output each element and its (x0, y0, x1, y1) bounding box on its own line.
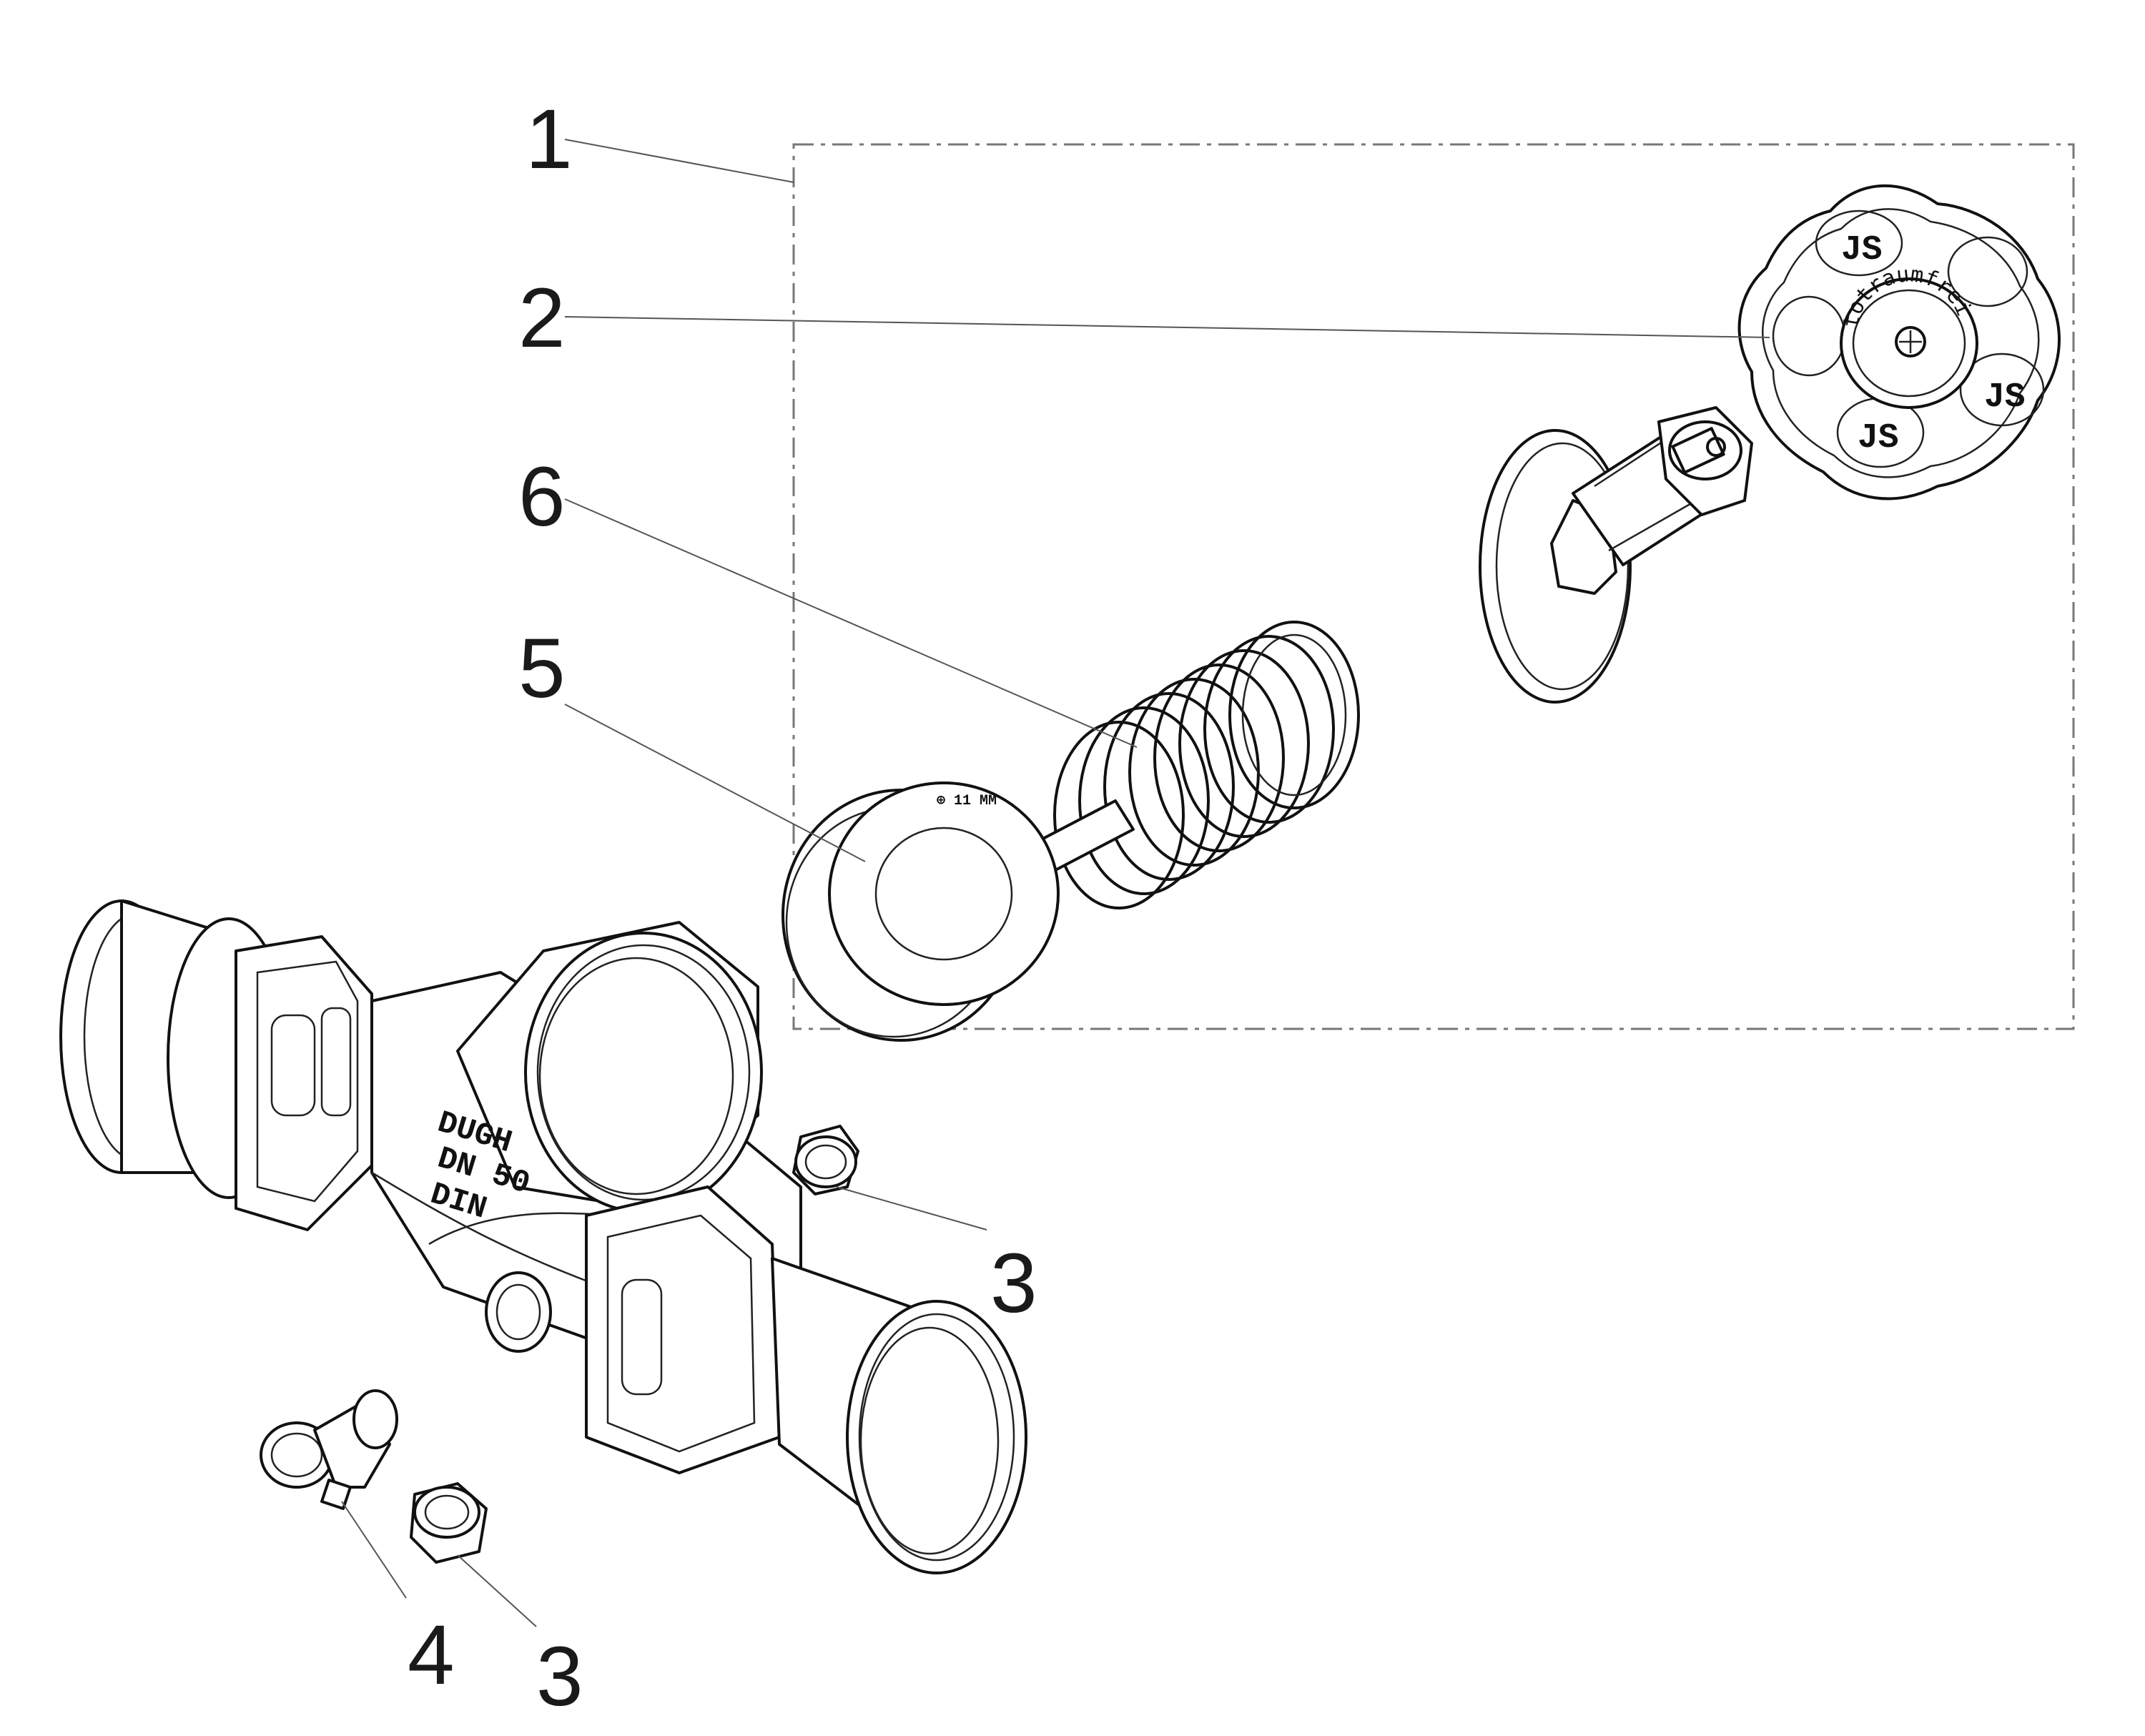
leader-5 (564, 704, 866, 862)
callout-6: 6 (518, 450, 566, 544)
svg-text:JS: JS (1984, 378, 2026, 417)
handwheel: JS JS JS totraumfrei (1737, 184, 2061, 500)
disc-mark: ⊕ 11 MM (937, 793, 997, 809)
leader-2 (564, 316, 1770, 338)
valve-body: DUGH DN 50 DIN (59, 899, 1027, 1574)
bonnet-spindle (1479, 406, 1753, 704)
leader-6 (564, 498, 1138, 748)
plug-lower (410, 1482, 488, 1564)
callout-1: 1 (526, 92, 573, 187)
plug-upper (792, 1125, 859, 1195)
callout-2: 2 (518, 271, 566, 365)
leader-1 (564, 139, 794, 183)
leader-3a (836, 1186, 987, 1231)
svg-text:JS: JS (1858, 419, 1899, 458)
callout-3-lower: 3 (536, 1629, 583, 1724)
callout-5: 5 (518, 621, 566, 716)
svg-text:JS: JS (1841, 231, 1883, 270)
spring (1053, 621, 1360, 909)
valve-disc: ⊕ 11 MM (781, 781, 1135, 1042)
leader-4 (341, 1501, 407, 1599)
callout-4: 4 (408, 1608, 455, 1702)
leader-3b (457, 1554, 537, 1627)
callout-3-upper: 3 (990, 1236, 1037, 1331)
drain-valve (260, 1389, 398, 1510)
